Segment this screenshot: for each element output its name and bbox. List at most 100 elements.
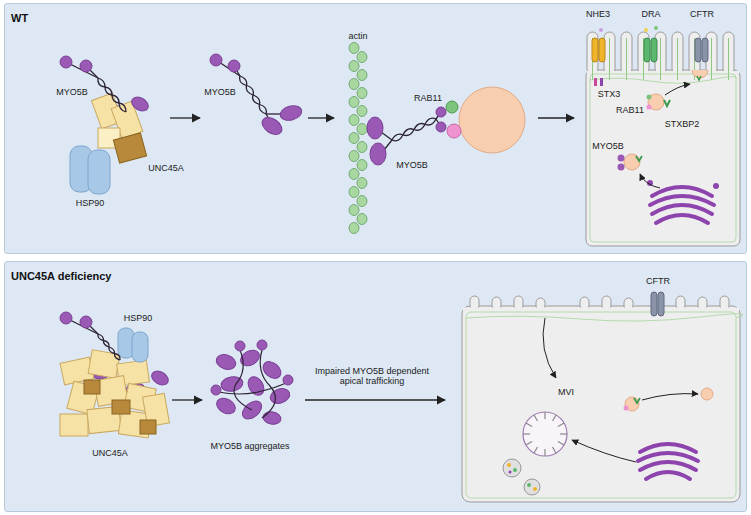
- enterocyte: [652, 205, 712, 214]
- bound-myo5b-vesicle: [459, 87, 525, 153]
- wt-illustration: [4, 3, 747, 254]
- bound-myo5b-vesicle: [381, 132, 392, 140]
- free-myo5b: [240, 76, 267, 114]
- myo5b-aggregates: [214, 395, 238, 417]
- myo5b-aggregates: [218, 350, 288, 418]
- enterocyte: [599, 38, 605, 62]
- bound-myo5b-vesicle: [392, 119, 436, 140]
- myo5b-unc45a-hsp90-complex: [60, 350, 169, 438]
- part-label: actin: [347, 31, 368, 41]
- myo5b-unc45a-hsp90-complex: [84, 380, 100, 394]
- enterocyte: [644, 28, 648, 32]
- actin-filament: [357, 88, 367, 99]
- enterocyte: [507, 463, 511, 467]
- label-holder: MYO5B: [55, 87, 89, 97]
- enterocyte: [463, 308, 739, 312]
- myo5b-aggregates: [283, 375, 293, 385]
- enterocyte: [695, 38, 701, 62]
- enterocyte: [644, 38, 650, 62]
- myo5b-unc45a-hsp90-complex: [80, 316, 92, 328]
- panel: WTMYO5BUNC45AHSP90MYO5BactinRAB11MYO5BNH…: [4, 3, 747, 254]
- bound-myo5b-vesicle: [392, 118, 436, 141]
- myo5b-aggregates: [211, 385, 221, 395]
- enterocyte: [702, 38, 708, 62]
- step-arrow: [170, 117, 200, 118]
- part-label: MYO5B: [203, 87, 237, 97]
- actin-filament: [357, 214, 367, 225]
- enterocyte: [509, 471, 512, 474]
- enterocyte: [640, 174, 660, 188]
- actin-filament: [349, 115, 359, 126]
- enterocyte: [618, 164, 625, 171]
- enterocyte: [462, 292, 743, 502]
- part-label: STXBP2: [664, 119, 701, 129]
- part-label: STX3: [597, 89, 622, 99]
- step-arrow: [305, 399, 445, 400]
- part-label: RAB11: [615, 105, 645, 115]
- label-holder: MVI: [557, 387, 575, 397]
- free-myo5b: [279, 103, 304, 122]
- myo5b-aggregates: [211, 340, 293, 425]
- panel-heading: UNC45A deficiency: [11, 270, 111, 282]
- myo5b-unc45a-hsp90-complex: [132, 332, 148, 362]
- part-label: CFTR: [645, 276, 671, 286]
- part-label: DRA: [640, 9, 661, 19]
- part-label: MVI: [557, 387, 575, 397]
- enterocyte: [586, 26, 740, 246]
- actin-filament: [349, 43, 367, 234]
- myo5b-aggregates: [234, 350, 252, 410]
- myo5b-aggregates: [214, 352, 238, 372]
- enterocyte: [654, 26, 658, 30]
- enterocyte: [466, 314, 743, 321]
- panel-heading: WT: [11, 12, 28, 24]
- actin-filament: [357, 124, 367, 135]
- label-holder: UNC45A: [147, 163, 185, 173]
- enterocyte: [665, 84, 690, 95]
- myo5b-unc45a-hsp90-complex: [84, 380, 156, 434]
- enterocyte: [462, 306, 740, 502]
- enterocyte: [599, 28, 603, 32]
- label-holder: RAB11: [615, 105, 645, 115]
- myo5b-unc45a-hsp90-complex: [80, 60, 92, 72]
- enterocyte: [618, 155, 625, 162]
- actin-filament: [357, 142, 367, 153]
- bound-myo5b-vesicle: [436, 122, 446, 132]
- enterocyte: [527, 483, 531, 487]
- enterocyte: [664, 100, 670, 106]
- enterocyte: [640, 462, 696, 470]
- actin-filament: [349, 169, 359, 180]
- enterocyte: [526, 423, 532, 427]
- actin-filament: [349, 43, 359, 54]
- label-holder: MYO5B aggregates: [209, 441, 290, 451]
- myo5b-unc45a-hsp90-complex: [60, 414, 88, 436]
- label-holder: UNC45A: [91, 448, 129, 458]
- actin-filament: [357, 178, 367, 189]
- enterocyte: [592, 38, 598, 62]
- enterocyte: [558, 423, 564, 427]
- myo5b-aggregates: [211, 340, 293, 395]
- enterocyte: [503, 459, 521, 477]
- deficiency-illustration: [4, 261, 747, 512]
- actin-filament: [349, 61, 359, 72]
- enterocyte: [658, 292, 664, 316]
- label-holder: HSP90: [123, 313, 154, 323]
- enterocyte: [656, 215, 708, 223]
- free-myo5b: [240, 76, 266, 114]
- enterocyte: [523, 412, 567, 456]
- label-holder: NHE3: [585, 9, 611, 19]
- enterocyte: [697, 76, 701, 80]
- enterocyte: [647, 105, 652, 110]
- enterocyte: [651, 292, 657, 316]
- myo5b-unc45a-hsp90-complex: [98, 334, 120, 360]
- step-arrow: [538, 117, 574, 118]
- enterocyte: [558, 442, 564, 446]
- part-label: MYO5B aggregates: [209, 441, 290, 451]
- part-label: MYO5B: [395, 160, 429, 170]
- actin-filament: [357, 52, 367, 63]
- label-holder: RAB11: [413, 93, 443, 103]
- bound-myo5b-vesicle: [446, 101, 458, 113]
- actin-filament: [349, 187, 359, 198]
- panel: UNC45A deficiencyHSP90UNC45A MYO5B aggreg…: [4, 261, 747, 512]
- actin-filament: [349, 133, 359, 144]
